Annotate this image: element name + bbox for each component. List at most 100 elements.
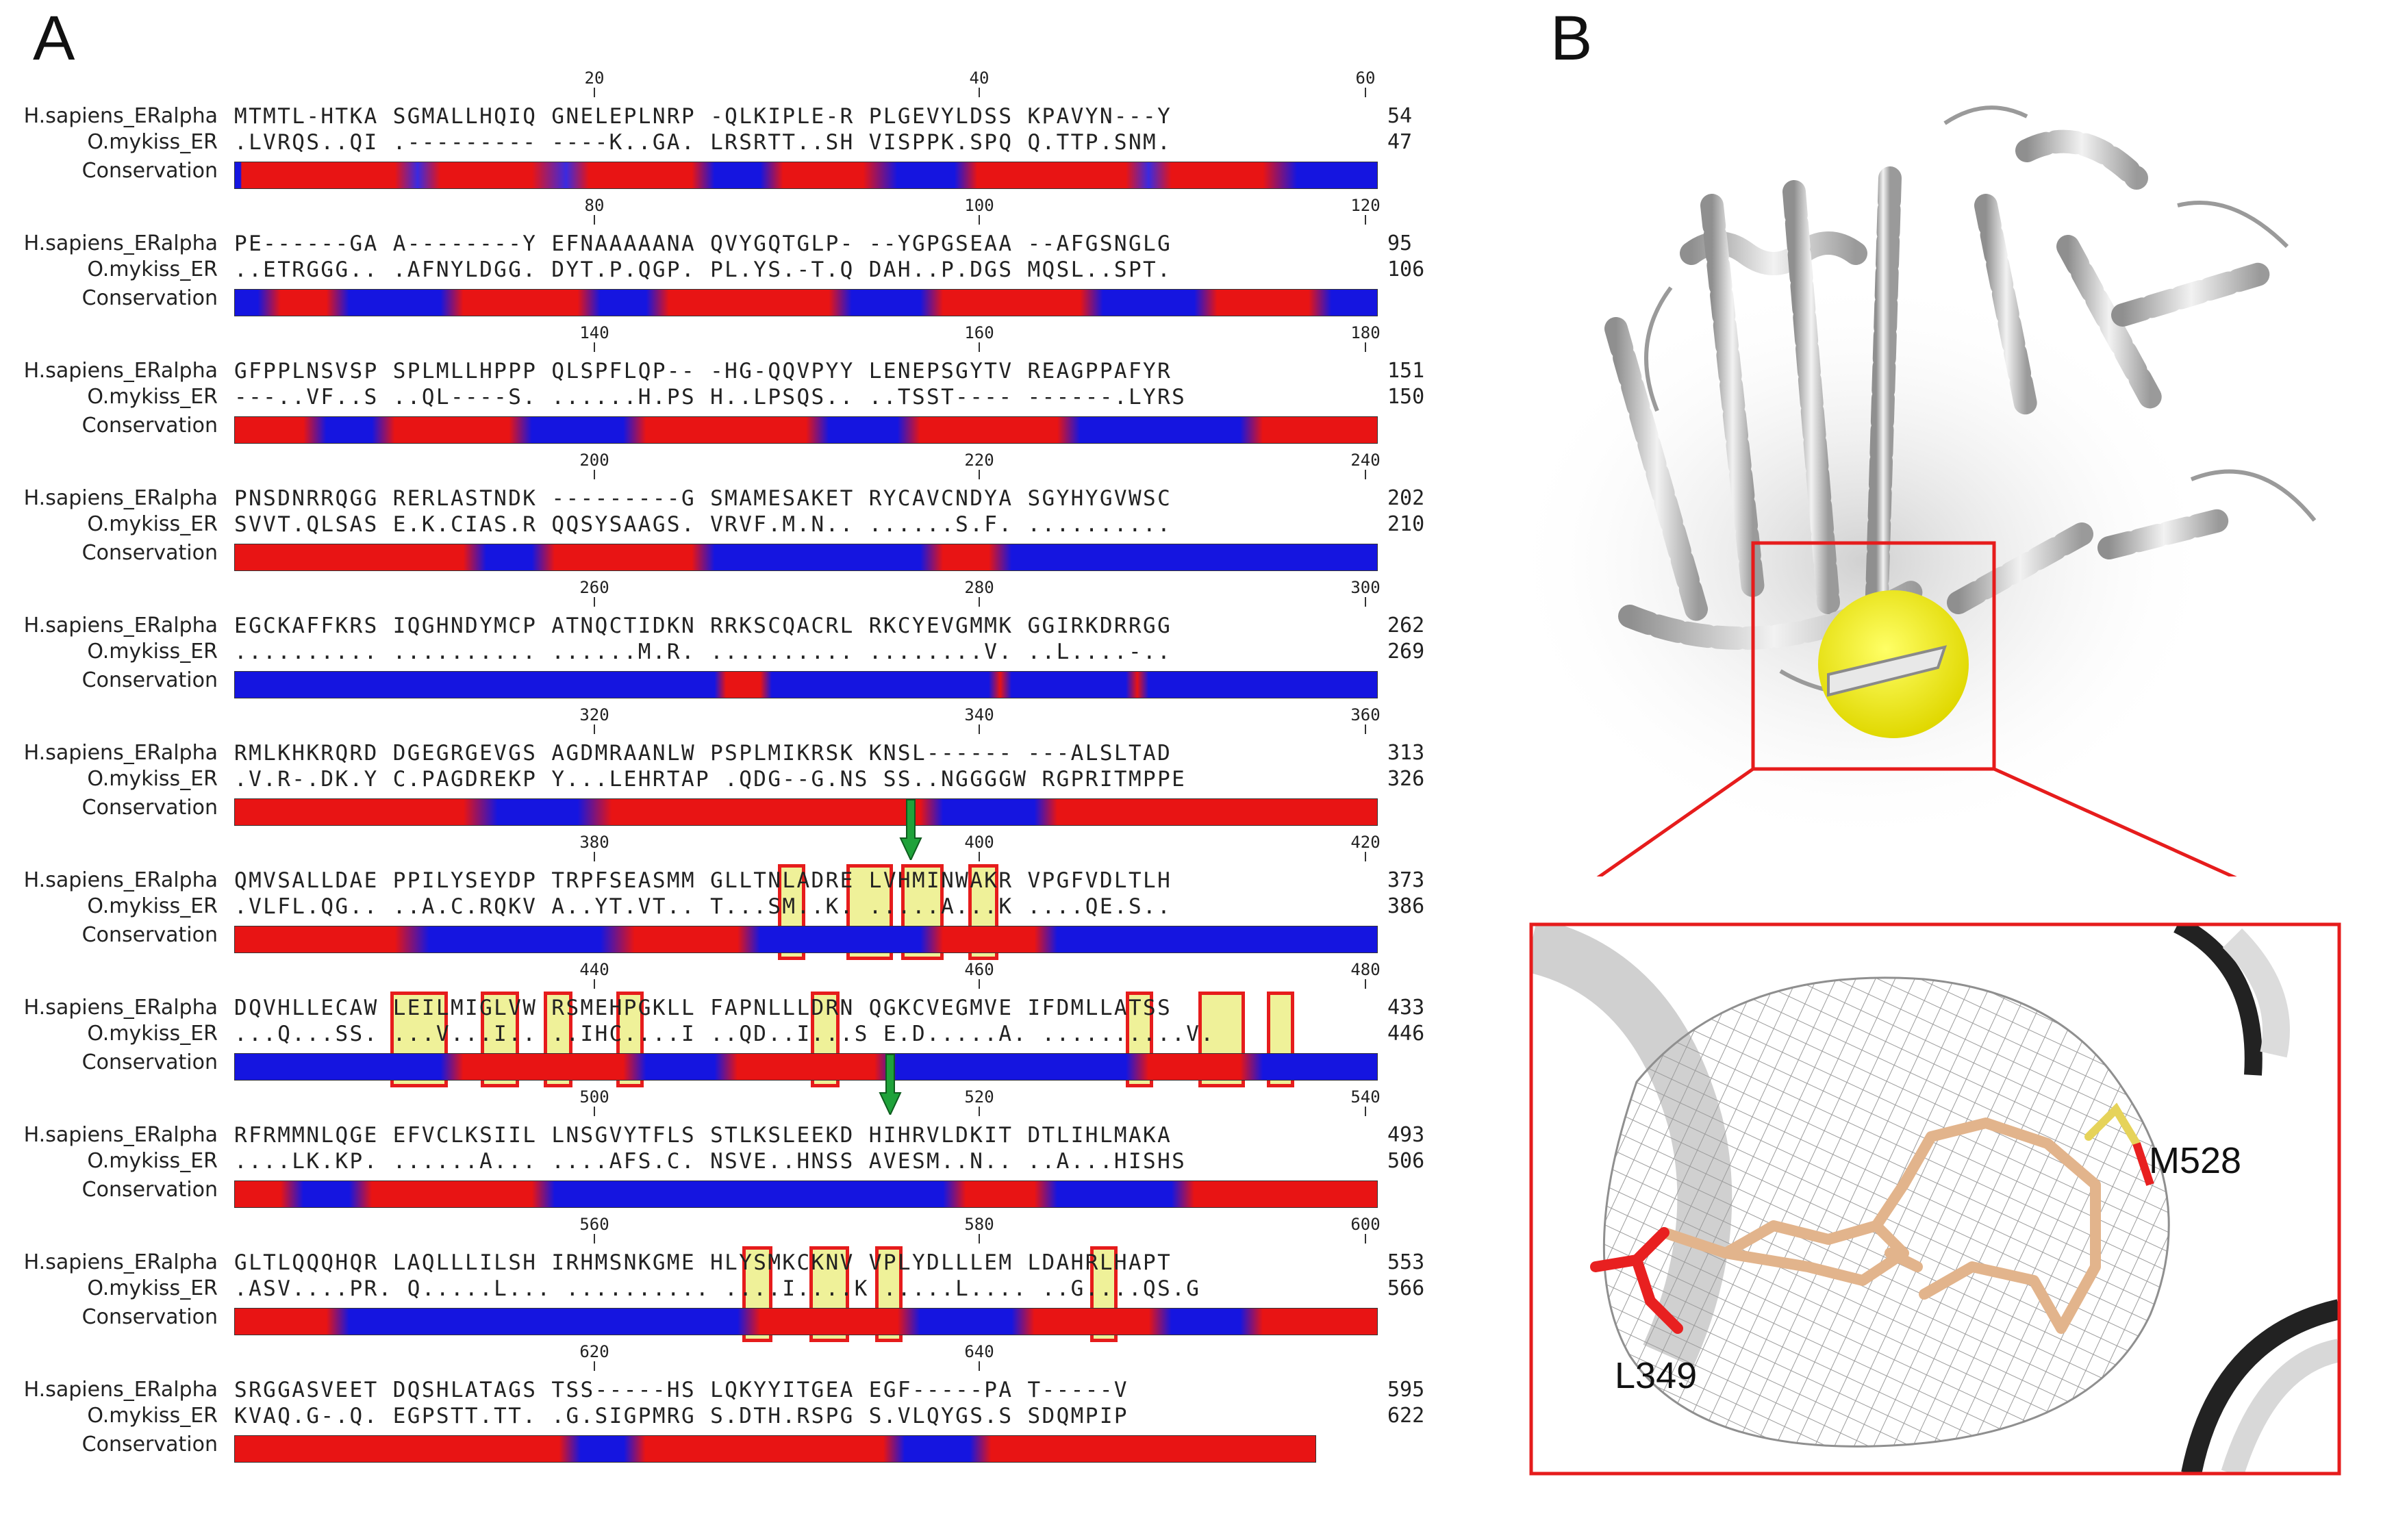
- conservation-label: Conservation: [81, 923, 218, 947]
- position-ruler-label: 80: [584, 196, 605, 215]
- position-tick: [594, 724, 595, 734]
- trout-sequence: ---..VF..S ..QL----S. ......H.PS H..LPSQ…: [234, 385, 1187, 409]
- human-sequence: QMVSALLDAE PPILYSEYDP TRPFSEASMM GLLTNLA…: [234, 868, 1172, 893]
- conservation-bar: [234, 1308, 1378, 1335]
- position-ruler-label: 640: [964, 1342, 994, 1361]
- human-sequence: RFRMMNLQGE EFVCLKSIIL LNSGVYTFLS STLKSLE…: [234, 1123, 1172, 1148]
- human-residue-count: 202: [1387, 486, 1425, 510]
- position-tick: [594, 597, 595, 607]
- trout-sequence: KVAQ.G-.Q. EGPSTT.TT. .G.SIGPMRG S.DTH.R…: [234, 1404, 1129, 1428]
- position-tick: [1365, 88, 1366, 97]
- species-label-human: H.sapiens_ERalpha: [23, 1378, 218, 1402]
- position-ruler-label: 580: [964, 1215, 994, 1234]
- trout-residue-count: 506: [1387, 1149, 1425, 1173]
- trout-residue-count: 446: [1387, 1022, 1425, 1046]
- species-label-human: H.sapiens_ERalpha: [23, 1123, 218, 1147]
- species-label-human: H.sapiens_ERalpha: [23, 1250, 218, 1274]
- human-residue-count: 151: [1387, 359, 1425, 383]
- position-ruler-label: 340: [964, 705, 994, 724]
- position-tick: [594, 215, 595, 225]
- position-tick: [1365, 979, 1366, 989]
- position-tick: [594, 1361, 595, 1371]
- position-tick: [1365, 1234, 1366, 1244]
- species-label-trout: O.mykiss_ER: [87, 130, 218, 154]
- conservation-label: Conservation: [81, 668, 218, 692]
- conservation-bar: [234, 926, 1378, 953]
- species-label-human: H.sapiens_ERalpha: [23, 614, 218, 638]
- position-tick: [1365, 215, 1366, 225]
- human-residue-count: 553: [1387, 1250, 1425, 1274]
- trout-residue-count: 269: [1387, 640, 1425, 664]
- conservation-bar: [234, 289, 1378, 316]
- position-ruler-label: 220: [964, 451, 994, 470]
- conservation-bar: [234, 798, 1378, 826]
- trout-sequence: ...Q...SS. ...V...I.. ..IHC....I ..QD..I…: [234, 1022, 1215, 1046]
- position-ruler-label: 420: [1350, 833, 1381, 852]
- position-ruler-label: 460: [964, 960, 994, 979]
- position-ruler-label: 140: [579, 323, 609, 342]
- position-tick: [594, 342, 595, 352]
- species-label-human: H.sapiens_ERalpha: [23, 868, 218, 892]
- human-sequence: EGCKAFFKRS IQGHNDYMCP ATNQCTIDKN RRKSCQA…: [234, 614, 1172, 638]
- conservation-bar: [234, 544, 1378, 571]
- trout-residue-count: 106: [1387, 257, 1425, 281]
- species-label-trout: O.mykiss_ER: [87, 1022, 218, 1046]
- conservation-bar: [234, 416, 1378, 444]
- position-tick: [1365, 852, 1366, 861]
- trout-sequence: .V.R-.DK.Y C.PAGDREKP Y...LEHRTAP .QDG--…: [234, 767, 1187, 792]
- position-ruler-label: 400: [964, 833, 994, 852]
- green-arrow-icon: [899, 799, 922, 860]
- species-label-trout: O.mykiss_ER: [87, 640, 218, 664]
- human-residue-count: 262: [1387, 614, 1425, 638]
- position-ruler-label: 360: [1350, 705, 1381, 724]
- human-sequence: SRGGASVEET DQSHLATAGS TSS-----HS LQKYYIT…: [234, 1378, 1129, 1402]
- position-tick: [1365, 724, 1366, 734]
- trout-residue-count: 622: [1387, 1404, 1425, 1428]
- position-tick: [594, 88, 595, 97]
- species-label-trout: O.mykiss_ER: [87, 1404, 218, 1428]
- trout-sequence: ..ETRGGG.. .AFNYLDGG. DYT.P.QGP. PL.YS.-…: [234, 257, 1172, 282]
- position-ruler-label: 380: [579, 833, 609, 852]
- human-sequence: PNSDNRRQGG RERLASTNDK ---------G SMAMESA…: [234, 486, 1172, 511]
- trout-residue-count: 210: [1387, 512, 1425, 536]
- position-tick: [979, 215, 980, 225]
- human-sequence: PE------GA A--------Y EFNAAAAANA QVYGQTG…: [234, 231, 1172, 256]
- position-ruler-label: 160: [964, 323, 994, 342]
- human-sequence: DQVHLLECAW LEILMIGLVW RSMEHPGKLL FAPNLLL…: [234, 996, 1172, 1020]
- position-ruler-label: 600: [1350, 1215, 1381, 1234]
- protein-cartoon: [1507, 105, 2317, 876]
- trout-sequence: .ASV....PR. Q.....L... .......... ....I.…: [234, 1276, 1201, 1301]
- position-tick: [594, 852, 595, 861]
- position-ruler-label: 480: [1350, 960, 1381, 979]
- conservation-bar: [234, 162, 1378, 189]
- panel-a-letter: A: [33, 3, 75, 73]
- position-tick: [979, 470, 980, 479]
- zoom-region-box: [1751, 541, 1996, 771]
- position-ruler-label: 520: [964, 1087, 994, 1107]
- position-tick: [594, 979, 595, 989]
- human-residue-count: 95: [1387, 231, 1413, 255]
- trout-residue-count: 150: [1387, 385, 1425, 409]
- position-ruler-label: 500: [579, 1087, 609, 1107]
- conservation-label: Conservation: [81, 159, 218, 183]
- conservation-bar: [234, 1181, 1378, 1208]
- position-tick: [1365, 597, 1366, 607]
- human-residue-count: 595: [1387, 1378, 1425, 1402]
- trout-sequence: SVVT.QLSAS E.K.CIAS.R QQSYSAAGS. VRVF.M.…: [234, 512, 1172, 537]
- position-tick: [1365, 470, 1366, 479]
- position-ruler-label: 200: [579, 451, 609, 470]
- position-tick: [1365, 342, 1366, 352]
- trout-sequence: .VLFL.QG.. ..A.C.RQKV A..YT.VT.. T...SM.…: [234, 894, 1172, 919]
- species-label-human: H.sapiens_ERalpha: [23, 996, 218, 1020]
- position-ruler-label: 180: [1350, 323, 1381, 342]
- position-ruler-label: 260: [579, 578, 609, 597]
- species-label-human: H.sapiens_ERalpha: [23, 741, 218, 765]
- position-ruler-label: 120: [1350, 196, 1381, 215]
